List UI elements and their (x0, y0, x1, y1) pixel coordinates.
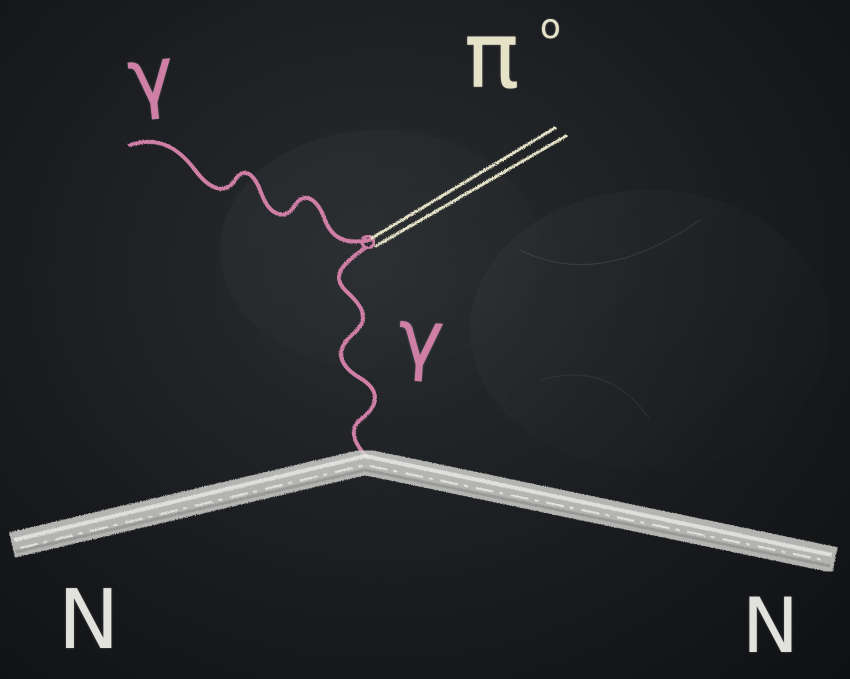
pion-charge-label: o (540, 7, 561, 47)
virtual-photon-label: γ (394, 292, 448, 386)
incoming-photon-label: γ (123, 29, 179, 125)
vertex-top (360, 234, 376, 250)
incoming-photon-line (128, 139, 372, 244)
virtual-photon-line (337, 246, 377, 460)
board-smudges (220, 130, 830, 470)
pion-line (370, 126, 568, 248)
nucleon-right-label: N (742, 581, 799, 670)
nucleon-line (9, 449, 838, 573)
pion-label: π (464, 2, 520, 109)
nucleon-left-label: N (58, 573, 120, 668)
